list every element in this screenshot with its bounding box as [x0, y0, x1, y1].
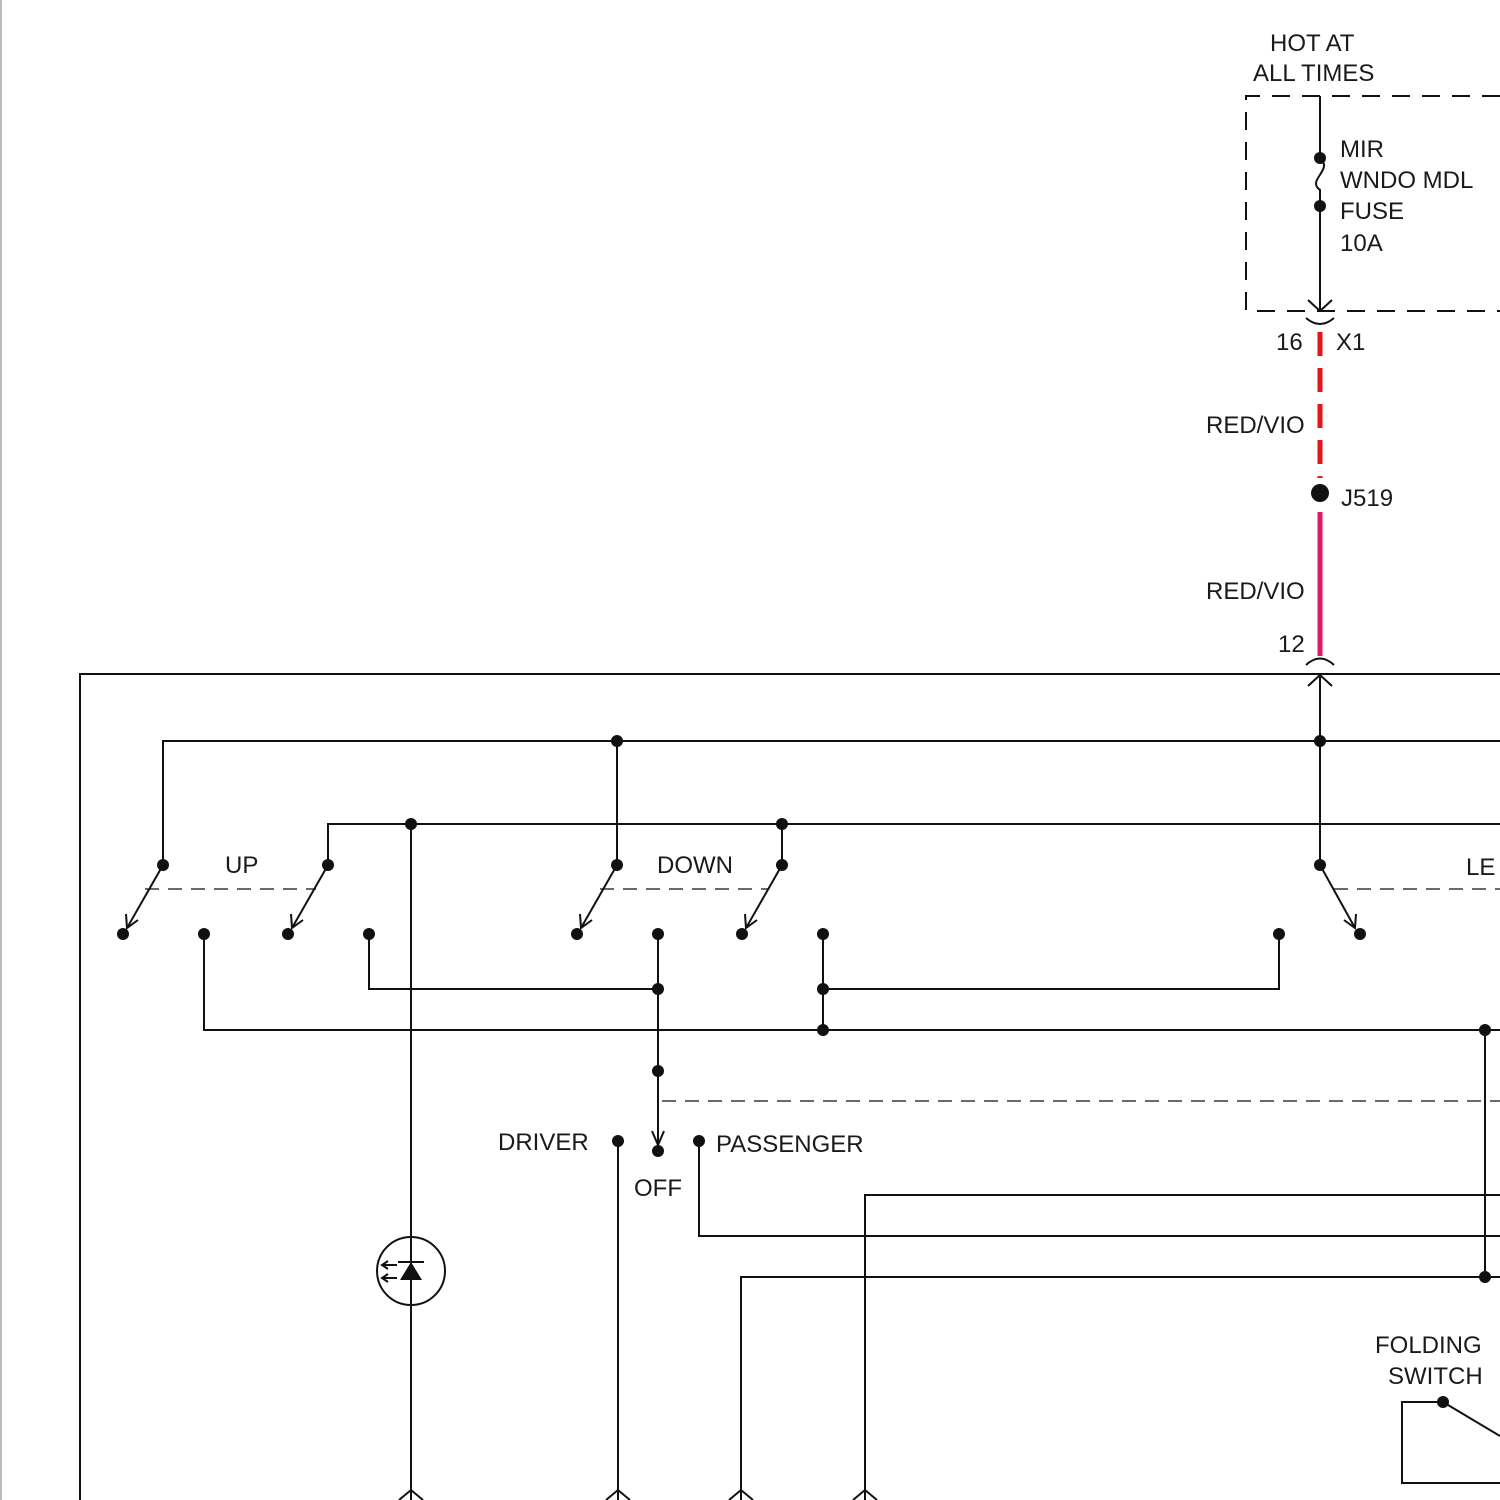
fuse-label-line3: FUSE [1340, 198, 1404, 225]
node-823-989 [817, 983, 829, 995]
left-contact-b [1354, 928, 1366, 940]
wire-369-to-658 [369, 934, 658, 989]
folding-switch-wire [1402, 1402, 1500, 1483]
down-switch-blade-2 [746, 865, 782, 928]
switch-up-label: UP [225, 852, 258, 879]
selector-off-label: OFF [634, 1175, 682, 1202]
up-contact-1a [117, 928, 129, 940]
splice-label: J519 [1341, 485, 1393, 512]
connector-name-label: X1 [1336, 329, 1365, 356]
indicator-led-diode [400, 1262, 422, 1280]
left-switch-blade [1320, 865, 1355, 928]
up-switch-blade-1 [127, 865, 163, 928]
node-617-741 [611, 735, 623, 747]
fuse-label-line2: WNDO MDL [1340, 167, 1473, 194]
bus-wire-824 [328, 824, 1500, 865]
node-823-1030 [817, 1024, 829, 1036]
selector-driver-label: DRIVER [498, 1129, 589, 1156]
node-411-824 [405, 818, 417, 830]
folding-switch-label-line1: FOLDING [1375, 1332, 1482, 1359]
wire-color-upper-label: RED/VIO [1206, 412, 1305, 439]
connector-pin-bottom-label: 12 [1278, 631, 1305, 658]
node-782-824 [776, 818, 788, 830]
wire-204-common [204, 934, 1500, 1030]
node-1485-1277 [1479, 1271, 1491, 1283]
power-source-label-line1: HOT AT [1270, 30, 1355, 57]
connector-pin-top-label: 16 [1276, 329, 1303, 356]
connector-x1-female [1306, 318, 1334, 324]
connector-12-female [1306, 659, 1334, 666]
down-contact-2a [736, 928, 748, 940]
switch-down-label: DOWN [657, 852, 733, 879]
node-658-989 [652, 983, 664, 995]
up-contact-2a [282, 928, 294, 940]
fuse-label-line1: MIR [1340, 136, 1384, 163]
down-switch-blade-1 [581, 865, 617, 928]
fuse-terminal-top [1314, 152, 1326, 164]
up-switch-blade-2 [292, 865, 328, 928]
power-source-label-line2: ALL TIMES [1253, 60, 1374, 87]
splice-j519-dot [1311, 484, 1329, 502]
wire-741-1277 [741, 1277, 1500, 1500]
selector-off-contact [652, 1145, 664, 1157]
node-1320-741 [1314, 735, 1326, 747]
module-outline [80, 674, 1500, 1500]
wire-color-lower-label: RED/VIO [1206, 578, 1305, 605]
folding-switch-blade [1443, 1402, 1500, 1436]
switch-left-label: LE [1466, 854, 1495, 881]
selector-passenger-label: PASSENGER [716, 1131, 864, 1158]
bus-wire-741 [163, 741, 1500, 865]
folding-switch-label-line2: SWITCH [1388, 1363, 1483, 1390]
down-contact-1a [571, 928, 583, 940]
fuse-label-line4: 10A [1340, 230, 1383, 257]
fuse-symbol [1316, 158, 1324, 206]
wire-823-to-1279 [823, 934, 1279, 989]
